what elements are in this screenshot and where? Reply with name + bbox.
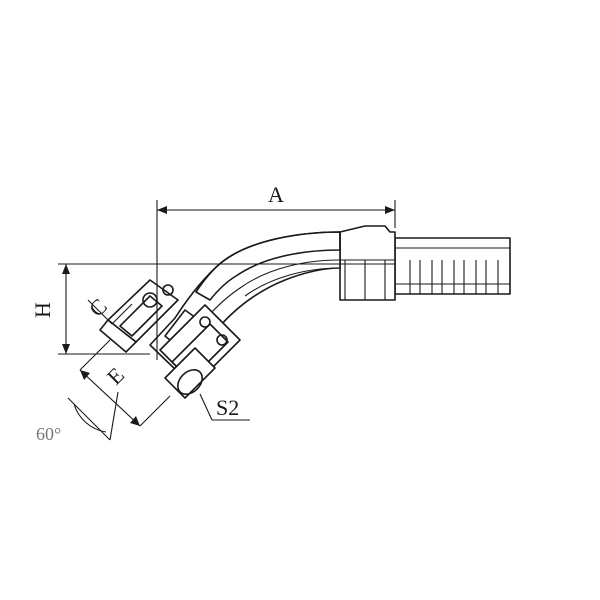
dimension-h: H (30, 263, 395, 355)
label-s2: S2 (216, 395, 239, 420)
swivel-nut (159, 304, 241, 399)
label-a: A (268, 182, 284, 207)
dimension-s2: S2 (199, 393, 250, 421)
hose-tail (394, 237, 511, 295)
label-h: H (30, 302, 55, 318)
label-c: C (84, 293, 112, 321)
tail-barbs (409, 260, 499, 294)
dimension-a: A (156, 182, 396, 360)
angle-marker: 60° (36, 391, 119, 444)
label-angle: 60° (36, 424, 61, 444)
collar (339, 225, 396, 301)
label-e: E (102, 362, 129, 389)
flange-head (99, 279, 179, 353)
